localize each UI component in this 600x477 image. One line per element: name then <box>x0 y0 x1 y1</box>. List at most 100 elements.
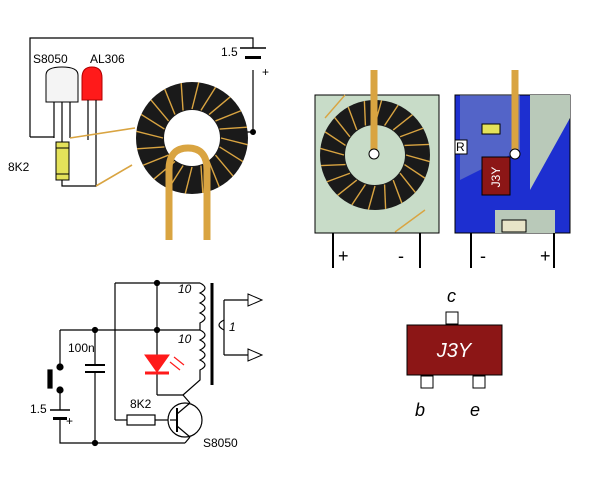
pin-b-label: b <box>415 400 425 420</box>
winding-turn <box>219 126 247 130</box>
pcb-green-lead-1 <box>324 94 346 119</box>
battery-plate-short <box>245 56 261 59</box>
sch-resistor <box>126 414 156 426</box>
sch-emitter-lead <box>184 436 191 444</box>
transistor-label: S8050 <box>33 52 68 66</box>
pin-e-label: e <box>470 400 480 420</box>
winding-turn <box>337 179 358 196</box>
sch-turns-out: 1 <box>229 320 236 334</box>
sch-coil-mid <box>182 329 206 396</box>
sch-transistor-collector <box>176 402 191 415</box>
sch-turns-mid: 10 <box>178 332 192 346</box>
pcb-blue-pad <box>509 148 521 160</box>
winding-turn <box>215 110 242 122</box>
pin-c-pad <box>445 311 459 325</box>
pcb-blue-plus: + <box>540 246 551 266</box>
winding-turn <box>399 127 424 138</box>
pcb-green-windings <box>320 100 430 210</box>
winding-lead-b <box>95 164 133 187</box>
winding-turn <box>137 146 165 150</box>
pcb-blue-chip <box>481 156 511 196</box>
junction-dot <box>250 129 256 135</box>
winding-turn <box>324 131 346 147</box>
pin-b-pad <box>420 375 434 389</box>
sch-switch-actuator <box>47 369 53 389</box>
pcb-blue-res-label: R <box>456 140 465 154</box>
pcb-green-lead-2 <box>394 209 426 233</box>
winding-turn <box>150 99 170 122</box>
schematic <box>47 279 250 447</box>
assembly-drawing: 1.5 + S8050 AL306 8K2 <box>8 37 269 240</box>
sch-wire-bottom <box>59 428 185 444</box>
pcb-green-pad <box>368 148 380 160</box>
winding-turn <box>136 130 164 139</box>
winding-turn <box>383 184 387 209</box>
sch-cap-label: 100n <box>68 341 95 355</box>
sch-bat-plus: + <box>66 414 73 428</box>
pcb-blue-trace-2 <box>460 95 520 180</box>
winding-lead-a <box>69 127 136 139</box>
sch-out-arrow-2 <box>247 348 264 362</box>
winding-turn <box>404 143 429 147</box>
pcb-blue-res-pad <box>454 139 468 155</box>
pcb-blue-chip-label: J3Y <box>489 167 503 188</box>
winding-turn <box>347 106 358 131</box>
chip-body <box>406 324 503 376</box>
pcb-blue-resistor <box>481 123 501 135</box>
winding-turn <box>367 185 376 210</box>
sch-res-label: 8K2 <box>130 397 152 411</box>
winding-turn <box>334 117 351 138</box>
battery-plus: + <box>262 65 269 79</box>
winding-turn <box>321 163 346 167</box>
sch-transistor-label: S8050 <box>203 436 238 450</box>
pcb-blue-trace-1 <box>530 95 570 190</box>
winding-turn <box>200 165 204 193</box>
sch-transistor-emitter <box>176 425 191 438</box>
sch-collector-lead <box>182 394 191 404</box>
sch-led-rays <box>169 356 185 371</box>
winding-turn <box>214 154 234 177</box>
winding-turn <box>164 88 176 115</box>
led-body <box>81 66 103 101</box>
sch-led-triangle <box>144 354 170 373</box>
winding-turn <box>191 82 200 110</box>
sch-out-arrow-1 <box>247 293 264 307</box>
winding-turn <box>219 146 244 163</box>
winding-turn <box>208 96 231 116</box>
winding-turn <box>320 147 345 156</box>
led-label: AL306 <box>90 52 125 66</box>
sch-switch-contact-2 <box>56 386 64 394</box>
wire-resistor-base <box>61 140 97 187</box>
winding-turn <box>392 114 413 131</box>
winding-turn <box>363 101 367 126</box>
pcb-blue: R J3Y - + <box>454 70 571 268</box>
winding-turn <box>399 172 416 193</box>
pcb-blue-minus: - <box>480 246 486 266</box>
pcb-green-minus: - <box>398 246 404 266</box>
winding-turn <box>208 161 220 188</box>
winding-turn <box>392 179 403 204</box>
pin-c-label: c <box>447 286 456 306</box>
winding-turn <box>326 172 351 183</box>
winding-turn <box>404 163 426 179</box>
winding-turn <box>184 166 193 194</box>
winding-turn <box>142 154 169 166</box>
sch-out-coil <box>218 319 225 331</box>
pcb-green: + - <box>314 70 440 268</box>
winding-turn <box>383 104 399 126</box>
copper-loop <box>165 144 211 240</box>
winding-turn <box>351 184 367 206</box>
chip-marking: J3Y <box>436 340 473 362</box>
winding-turn <box>140 113 165 130</box>
resistor-label: 8K2 <box>8 160 30 174</box>
pcb-green-plus: + <box>338 246 349 266</box>
transistor-body <box>45 66 79 103</box>
wire-top <box>29 37 254 137</box>
winding-turn <box>405 154 430 163</box>
sch-bat-plate-short <box>53 417 67 420</box>
pin-e-pad <box>472 375 486 389</box>
sch-bat-label: 1.5 <box>30 402 47 416</box>
winding-turn <box>200 86 217 111</box>
sch-coil-top <box>198 282 206 330</box>
